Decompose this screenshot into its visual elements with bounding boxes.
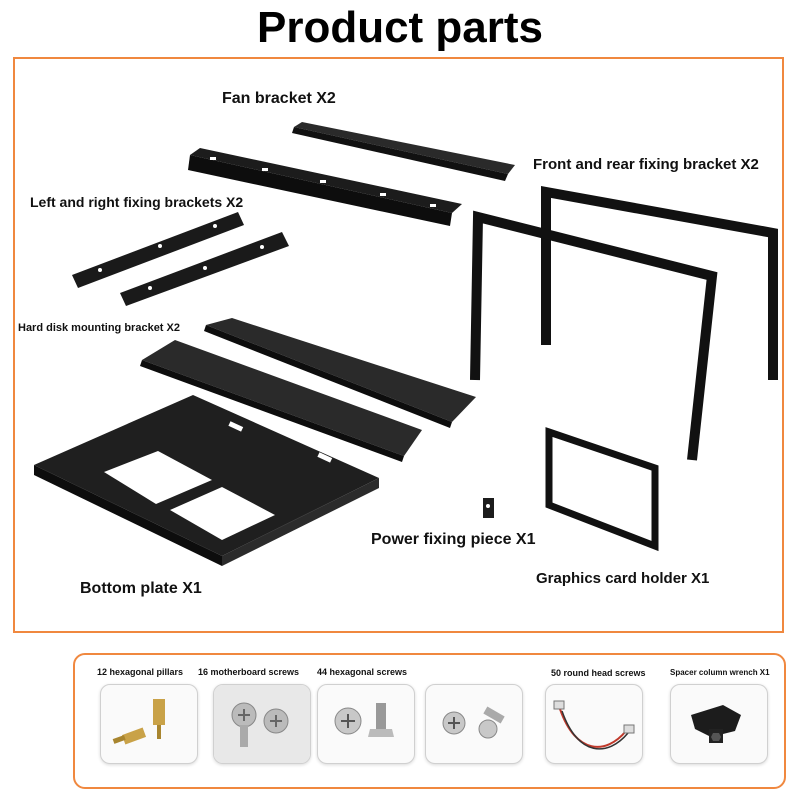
hdd-bracket-image — [140, 318, 476, 462]
pillars-image — [100, 684, 198, 764]
accessories-panel — [73, 653, 786, 789]
parts-illustration — [34, 122, 778, 566]
power-cable-image — [545, 684, 643, 764]
page-title: Product parts — [256, 3, 544, 52]
hdd-bracket-label: Hard disk mounting bracket X2 — [18, 322, 180, 334]
hex-screws-image — [317, 684, 415, 764]
round-screws-label: 50 round head screws — [551, 668, 646, 678]
bottom-plate-image — [34, 395, 379, 566]
front-rear-bracket-image — [470, 186, 778, 461]
power-piece-image — [483, 498, 494, 518]
left-right-bracket-label: Left and right fixing brackets X2 — [30, 194, 244, 210]
parts-panel — [13, 57, 784, 633]
mb-screws-label: 16 motherboard screws — [198, 667, 300, 677]
left-right-bracket-image — [72, 212, 289, 306]
front-rear-bracket-label: Front and rear fixing bracket X2 — [533, 156, 759, 173]
round-screws-image — [425, 684, 523, 764]
gpu-holder-image — [545, 427, 659, 552]
hex-screws-label: 44 hexagonal screws — [317, 667, 408, 677]
pillars-label: 12 hexagonal pillars — [97, 667, 184, 677]
wrench-image — [670, 684, 768, 764]
mb-screws-image — [213, 684, 311, 764]
gpu-holder-label: Graphics card holder X1 — [536, 570, 710, 587]
wrench-label: Spacer column wrench X1 — [670, 668, 770, 677]
fan-bracket-image — [188, 122, 515, 226]
power-piece-label: Power fixing piece X1 — [371, 531, 536, 548]
fan-bracket-label: Fan bracket X2 — [222, 90, 336, 107]
bottom-plate-label: Bottom plate X1 — [80, 580, 202, 597]
